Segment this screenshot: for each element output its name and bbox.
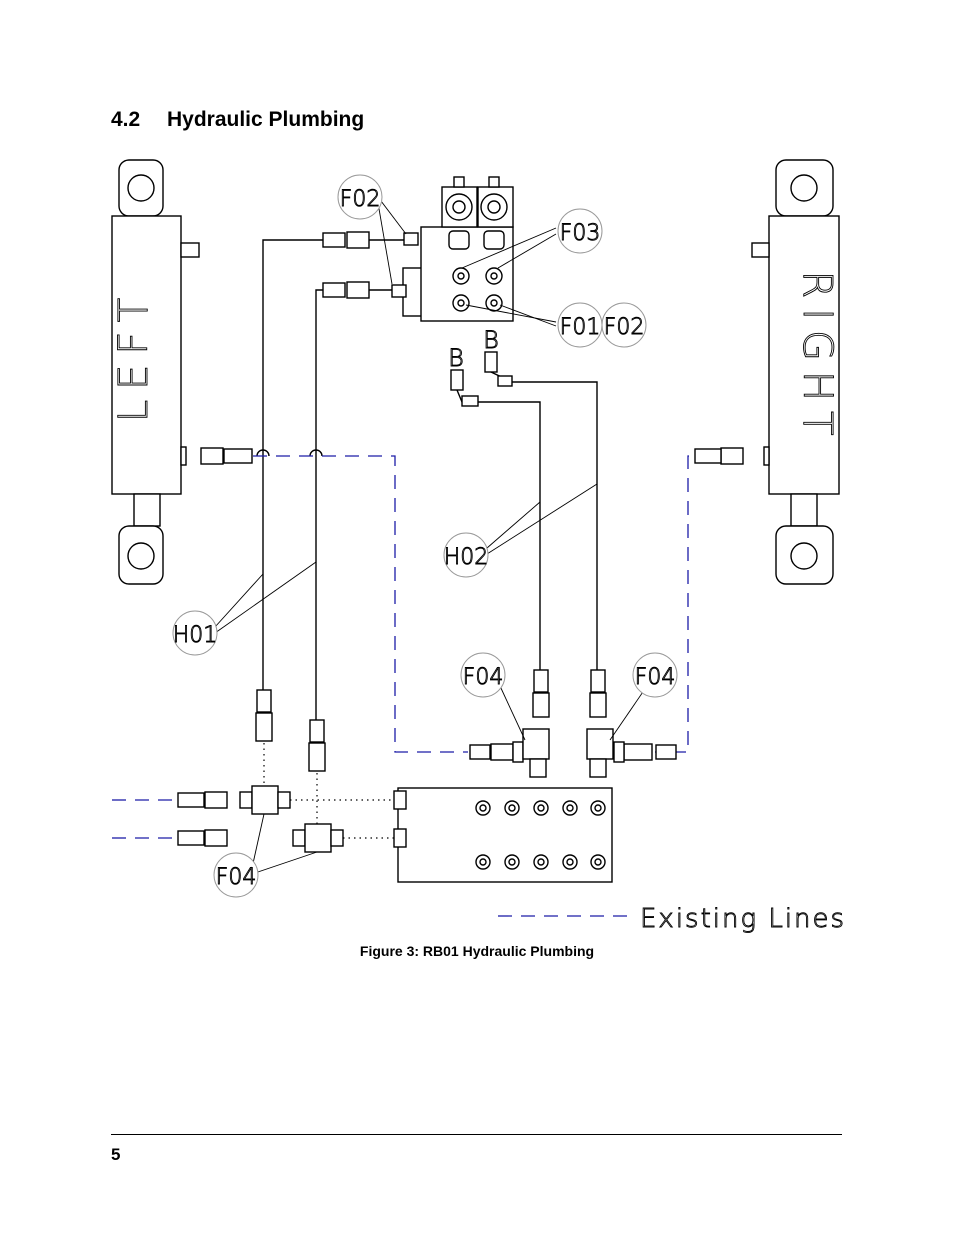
- callout-f04-mid-left-text: F04: [463, 665, 504, 690]
- callout-f02-right: F02: [601, 302, 647, 348]
- tractor-remote-panel: [393, 787, 613, 883]
- callout-h02: H02: [443, 532, 489, 578]
- callout-f01: F01: [557, 302, 603, 348]
- callout-f04-mid-right: F04: [632, 652, 678, 698]
- legend-label: Existing Lines: [640, 904, 846, 934]
- callout-f04-bottom: F04: [213, 852, 259, 898]
- callout-h01: H01: [172, 610, 218, 656]
- left-cylinder-label: LEFT: [111, 288, 157, 422]
- port-label-b-left: B: [448, 344, 464, 372]
- callout-f03-text: F03: [560, 221, 601, 246]
- callout-f04-mid-left: F04: [460, 652, 506, 698]
- left-cylinder: LEFT: [111, 159, 200, 585]
- callout-f02-right-text: F02: [604, 315, 645, 340]
- port-label-b-right: B: [483, 326, 499, 354]
- footer-divider: [111, 1134, 842, 1135]
- hose-lines: [255, 231, 607, 772]
- leader-lines: [214, 196, 648, 875]
- existing-lines: [112, 447, 744, 839]
- legend: Existing Lines: [498, 904, 846, 934]
- section-heading: 4.2 Hydraulic Plumbing: [111, 108, 364, 132]
- callout-f01-text: F01: [560, 315, 601, 340]
- page-number: 5: [111, 1145, 121, 1164]
- callout-f03: F03: [557, 208, 603, 254]
- section-number: 4.2: [111, 108, 141, 131]
- control-valve-block: [391, 176, 514, 322]
- callout-h01-text: H01: [173, 623, 218, 648]
- callout-f04-mid-right-text: F04: [635, 665, 676, 690]
- right-cylinder: RIGHT: [751, 159, 840, 585]
- callout-f04-bottom-text: F04: [216, 865, 257, 890]
- tee-fittings: [177, 728, 677, 853]
- section-title: Hydraulic Plumbing: [167, 108, 365, 131]
- callout-f02-top: F02: [337, 174, 383, 220]
- callout-h02-text: H02: [444, 545, 489, 570]
- right-cylinder-label: RIGHT: [794, 270, 840, 445]
- figure-caption: Figure 3: RB01 Hydraulic Plumbing: [359, 943, 595, 959]
- callout-f02-top-text: F02: [340, 187, 381, 212]
